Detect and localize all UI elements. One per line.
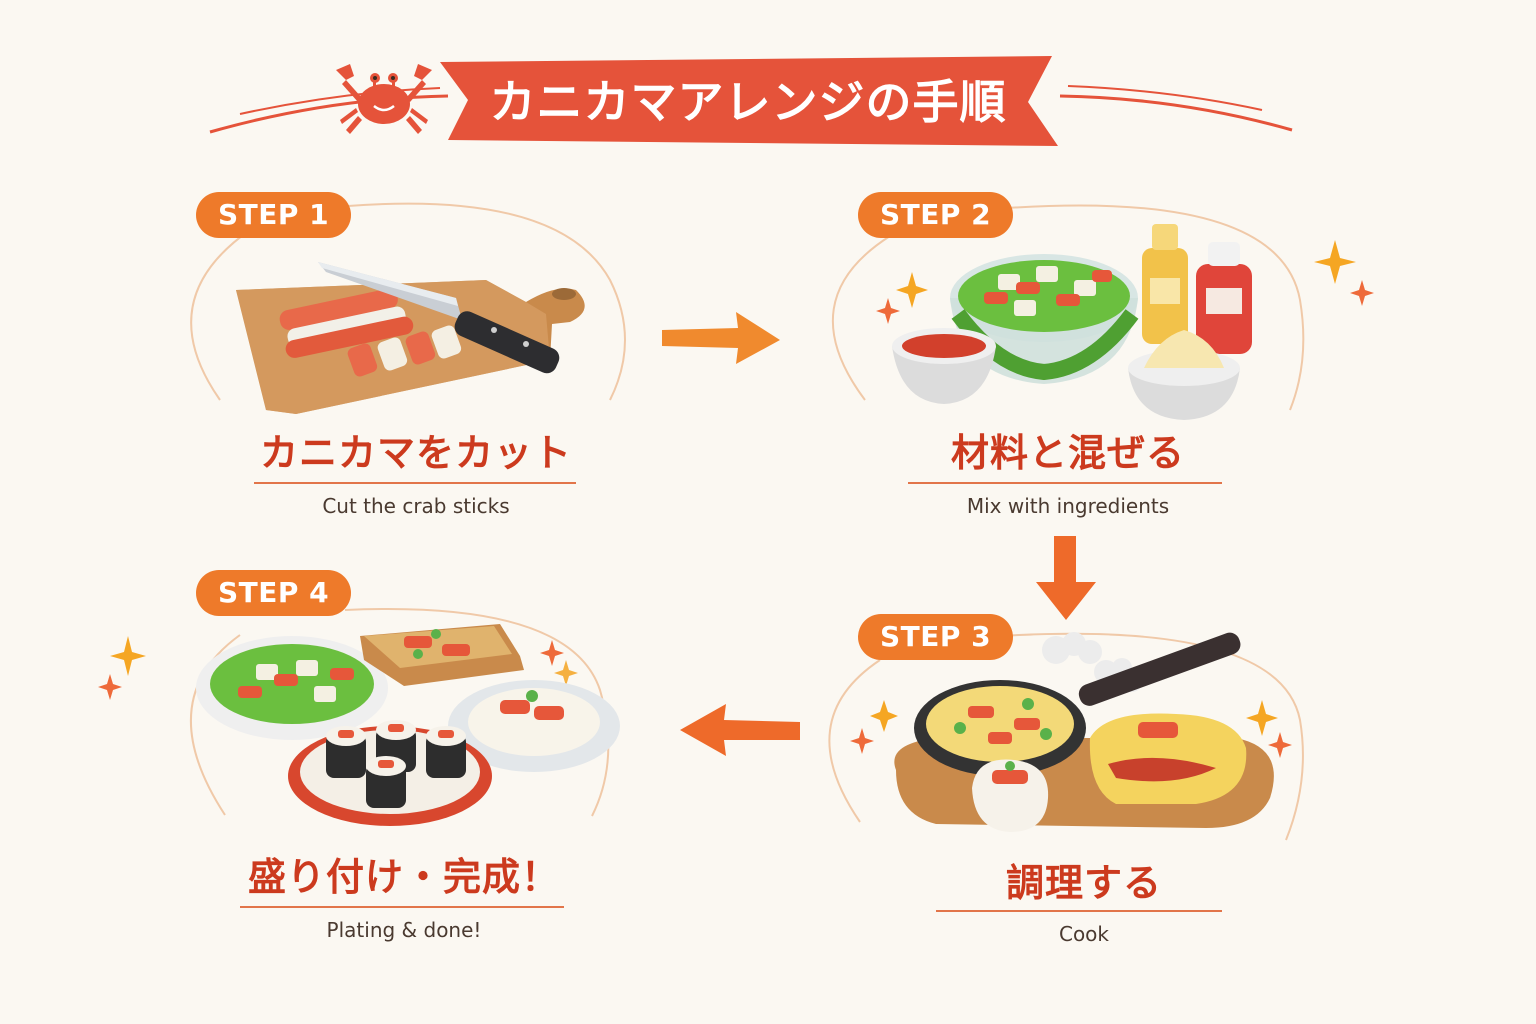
step-2-badge: STEP 2: [858, 192, 1014, 238]
step-3-title: 調理する: [1005, 861, 1162, 905]
step-1-badge: STEP 1: [196, 192, 352, 238]
step-4-badge: STEP 4: [196, 570, 352, 616]
step-4-title: 盛り付け・完成！: [247, 855, 560, 899]
step-1-title: カニカマをカット: [259, 431, 572, 475]
step-4-subtitle: Plating & done!: [326, 918, 482, 942]
arrow-right-icon: [662, 312, 780, 364]
page-title: カニカマアレンジの手順: [489, 75, 1007, 129]
step-2-subtitle: Mix with ingredients: [966, 494, 1170, 518]
step-1-subtitle: Cut the crab sticks: [322, 494, 510, 518]
step-3-divider: [936, 910, 1222, 912]
title-banner: [440, 56, 1058, 146]
arrow-left-icon: [680, 704, 800, 756]
crab-icon: [336, 64, 432, 134]
plated-salad-toast-sushi-rice-icon: [196, 624, 620, 826]
header-decoration: [209, 56, 1293, 146]
arrow-down-icon: [1036, 536, 1096, 620]
salad-bowl-sauces-mayo-icon: [892, 224, 1252, 420]
frying-pan-omelet-riceball-icon: [894, 632, 1274, 832]
step-3-subtitle: Cook: [1058, 922, 1110, 946]
step-1-divider: [254, 482, 576, 484]
step-3-badge: STEP 3: [858, 614, 1014, 660]
step-2-title: 材料と混ぜる: [950, 431, 1185, 475]
cutting-board-knife-crab-sticks-icon: [236, 262, 585, 414]
step-2-divider: [908, 482, 1222, 484]
step-4-divider: [240, 906, 564, 908]
